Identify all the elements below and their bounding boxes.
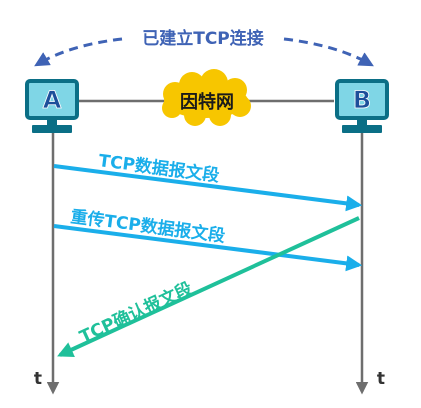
- ack-segment-arrow: [57, 216, 360, 357]
- network-label: 因特网: [180, 91, 234, 113]
- data-segment-arrow: [53, 164, 363, 212]
- host-b: B: [335, 79, 389, 133]
- timeline-a-label: t: [34, 369, 42, 389]
- host-a: A: [25, 79, 79, 133]
- host-a-label: A: [43, 86, 62, 114]
- connection-arc-right: [283, 37, 374, 67]
- retransmit-segment-arrow: [53, 224, 363, 272]
- connection-arc-left: [34, 37, 123, 67]
- timeline-b-label: t: [377, 369, 385, 389]
- retransmit-segment-label: 重传TCP数据报文段: [69, 206, 226, 247]
- ack-segment-label: TCP确认报文段: [76, 278, 195, 348]
- computer-monitor-icon: [335, 79, 389, 133]
- computer-monitor-icon: [25, 79, 79, 133]
- connection-label: 已建立TCP连接: [142, 28, 264, 49]
- cloud-icon: [162, 69, 251, 126]
- host-b-label: B: [353, 86, 371, 114]
